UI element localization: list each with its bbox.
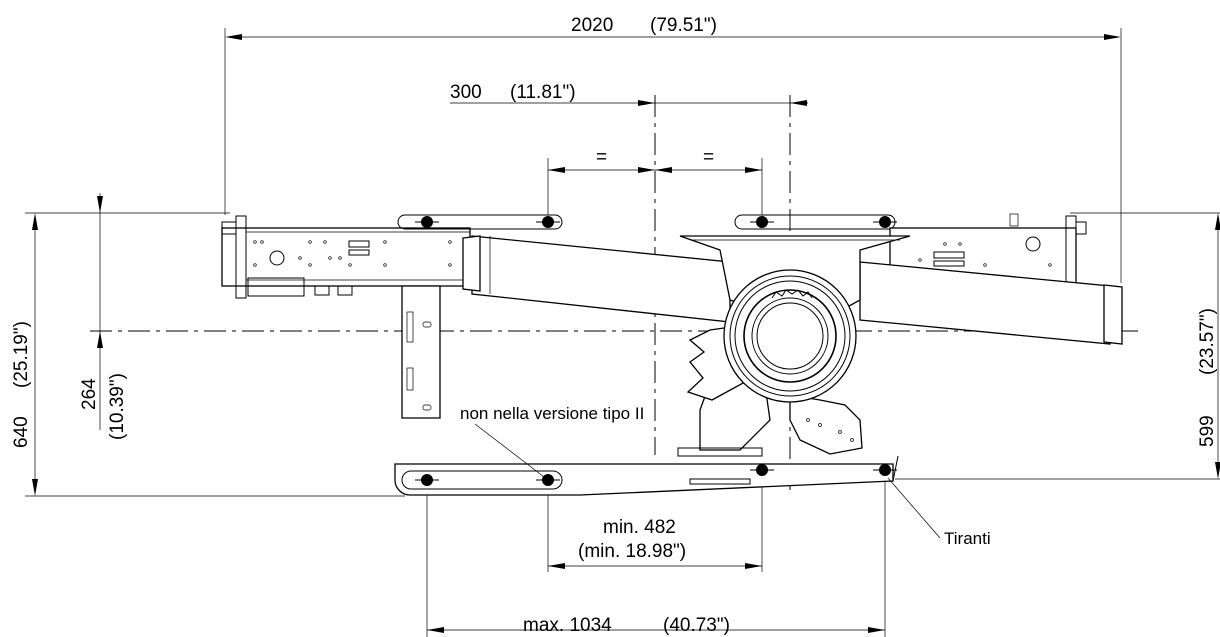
min-spacing-label: min. 482 bbox=[603, 517, 676, 538]
min-spacing-inches: (min. 18.98") bbox=[578, 541, 686, 562]
center-assembly bbox=[677, 235, 911, 457]
left-roller-tube bbox=[462, 235, 731, 323]
frame-holes-left bbox=[253, 240, 452, 267]
overall-width-label: 2020 bbox=[571, 15, 613, 36]
bolt-bottom-4 bbox=[873, 464, 897, 476]
offset-dimension: 300 (11.81") bbox=[450, 82, 808, 106]
overall-width-dimension: 2020 (79.51") bbox=[224, 15, 1122, 283]
top-slot-plates bbox=[397, 213, 1019, 230]
offset-label: 300 bbox=[450, 82, 482, 103]
left-height-label: 640 bbox=[11, 416, 32, 448]
max-spacing-label: max. 1034 bbox=[523, 615, 612, 636]
min-spacing-dimension: min. 482 (min. 18.98") bbox=[548, 517, 762, 569]
axis-height-label: 264 bbox=[79, 378, 100, 410]
left-height-inches: (25.19") bbox=[11, 321, 32, 388]
overall-width-inches: (79.51") bbox=[650, 15, 717, 36]
type2-callout: non nella versione tipo II bbox=[460, 404, 644, 481]
tie-rods-callout: Tiranti bbox=[887, 477, 991, 548]
max-spacing-dimension: max. 1034 (40.73") bbox=[427, 615, 885, 636]
type2-callout-label: non nella versione tipo II bbox=[460, 404, 644, 423]
bolt-top-3 bbox=[750, 216, 774, 228]
left-frame bbox=[221, 215, 471, 419]
bottom-slot-bar bbox=[394, 455, 899, 496]
bolt-top-4 bbox=[873, 216, 897, 228]
max-spacing-inches: (40.73") bbox=[663, 615, 730, 636]
right-roller-tube bbox=[859, 261, 1123, 345]
offset-inches: (11.81") bbox=[510, 82, 576, 103]
bolt-top-1 bbox=[415, 216, 439, 228]
equal-right-label: = bbox=[703, 147, 714, 168]
bolt-bottom-1 bbox=[415, 474, 439, 486]
connectors bbox=[314, 285, 375, 296]
bolt-top-2 bbox=[536, 216, 560, 228]
left-height-dimension: 640 (25.19") bbox=[11, 212, 405, 497]
bolt-bottom-3 bbox=[750, 464, 774, 476]
equal-spacing-dimension: = = bbox=[547, 147, 763, 215]
axis-height-dimension: 264 (10.39") bbox=[79, 193, 128, 440]
equal-left-label: = bbox=[596, 147, 607, 168]
right-height-inches: (23.57") bbox=[1197, 308, 1218, 375]
axis-height-inches: (10.39") bbox=[107, 373, 128, 440]
right-height-label: 599 bbox=[1197, 415, 1218, 447]
tie-rods-label: Tiranti bbox=[944, 529, 991, 548]
right-height-dimension: 599 (23.57") bbox=[895, 212, 1220, 480]
